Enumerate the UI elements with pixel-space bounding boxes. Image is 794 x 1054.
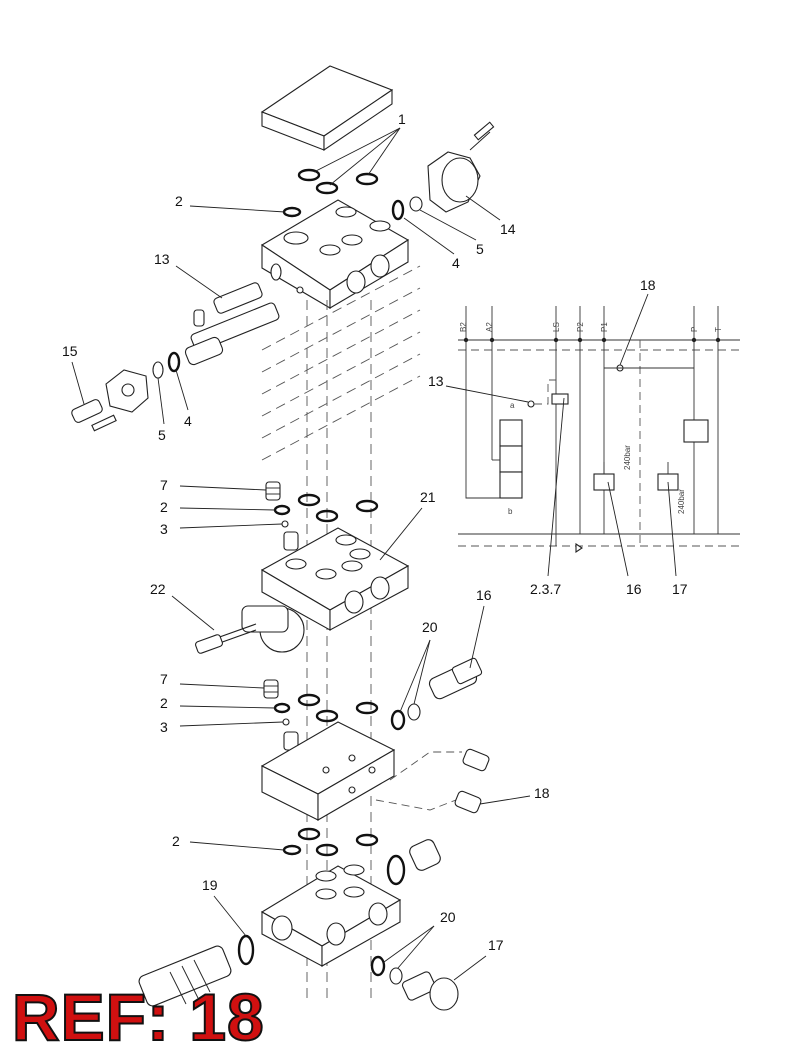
- leader-lines: [71, 127, 677, 981]
- callout-13: 13: [154, 251, 170, 267]
- relief-cartridge-item-7-upper: [265, 481, 281, 501]
- o-rings-bottom: [282, 827, 379, 857]
- o-ring-item-4-left: [167, 351, 181, 373]
- port-label-a2: A2: [485, 322, 494, 332]
- callout-7: 7: [160, 671, 168, 687]
- o-ring-item-2-lower: [273, 702, 291, 714]
- o-ring-item-4-top: [391, 199, 405, 221]
- valve-section-item-21: [260, 527, 410, 631]
- bottom-end-body: [260, 864, 402, 967]
- port-label-b2: B2: [459, 322, 468, 332]
- callout-20: 20: [422, 619, 438, 635]
- ball-item-3-lower: [282, 718, 290, 726]
- washer-item-20-upper: [407, 703, 421, 721]
- o-ring-item-2-mid: [273, 504, 291, 516]
- washer-item-5-left: [152, 361, 164, 379]
- callout-14: 14: [500, 221, 516, 237]
- callout-4: 4: [184, 413, 192, 429]
- cover-plate: [260, 65, 394, 152]
- relief-cartridge-item-7-lower: [263, 679, 279, 699]
- plug-items-18-lower: [375, 748, 490, 814]
- callout-3: 3: [160, 719, 168, 735]
- valve-label-a: a: [510, 401, 515, 410]
- callout-7: 7: [160, 477, 168, 493]
- callout-22: 22: [150, 581, 166, 597]
- callout-16: 16: [626, 581, 642, 597]
- callouts: 1 2 4 5 14 13 15 5 4 7 2 3 21 22 16 20 7…: [62, 111, 688, 953]
- pressure-label-2: 240bar: [677, 489, 686, 514]
- callout-1: 1: [398, 111, 406, 127]
- callout-17: 17: [672, 581, 688, 597]
- end-cap-item-15: [71, 369, 149, 432]
- callout-17: 17: [488, 937, 504, 953]
- cartridge-bottom-left: [138, 945, 232, 1007]
- callout-21: 21: [420, 489, 436, 505]
- port-label-p2: P2: [576, 322, 585, 332]
- washer-item-20-lower: [389, 967, 403, 985]
- o-ring-item-20-lower: [370, 955, 386, 977]
- top-valve-body: [260, 199, 410, 309]
- callout-15: 15: [62, 343, 78, 359]
- callout-5: 5: [476, 241, 484, 257]
- port-label-ls: LS: [552, 322, 561, 332]
- washer-item-5-top: [409, 196, 423, 212]
- callout-13: 13: [428, 373, 444, 389]
- callout-19: 19: [202, 877, 218, 893]
- callout-16: 16: [476, 587, 492, 603]
- pressure-label-1: 240bar: [623, 445, 632, 470]
- callout-5: 5: [158, 427, 166, 443]
- callout-2-3-7: 2.3.7: [530, 581, 561, 597]
- o-rings-mid-lower: [297, 693, 379, 723]
- o-ring-item-20-upper: [390, 709, 406, 731]
- callout-2: 2: [175, 193, 183, 209]
- callout-3: 3: [160, 521, 168, 537]
- o-ring-item-19: [237, 934, 255, 966]
- o-ring-item-2: [282, 206, 302, 218]
- callout-4: 4: [452, 255, 460, 271]
- port-label-p: P: [690, 327, 699, 332]
- plug-bottom-right: [386, 839, 441, 886]
- spool-item-13: [184, 282, 280, 366]
- hydraulic-schematic: [458, 306, 740, 554]
- callout-2: 2: [172, 833, 180, 849]
- callout-18: 18: [534, 785, 550, 801]
- check-valve-item-16-upper: [428, 657, 483, 700]
- port-label-p1: P1: [600, 322, 609, 332]
- callout-2: 2: [160, 499, 168, 515]
- check-valve-item-17: [401, 971, 459, 1011]
- o-rings-mid-upper: [297, 493, 379, 523]
- ball-item-3-mid: [281, 520, 289, 528]
- flange-cover-item-14: [427, 121, 495, 213]
- port-label-t: T: [714, 327, 723, 332]
- port-labels: B2 A2 LS P2 P1 P T a b 240bar 240bar: [459, 322, 723, 516]
- callout-20: 20: [440, 909, 456, 925]
- intermediate-plate: [260, 721, 396, 821]
- valve-label-b: b: [508, 507, 513, 516]
- valve-seat-mid: [283, 531, 299, 551]
- ref-label: REF: 18: [11, 980, 265, 1054]
- lever-item-22: [195, 605, 305, 654]
- callout-18: 18: [640, 277, 656, 293]
- callout-2: 2: [160, 695, 168, 711]
- o-rings-item-1: [297, 168, 379, 195]
